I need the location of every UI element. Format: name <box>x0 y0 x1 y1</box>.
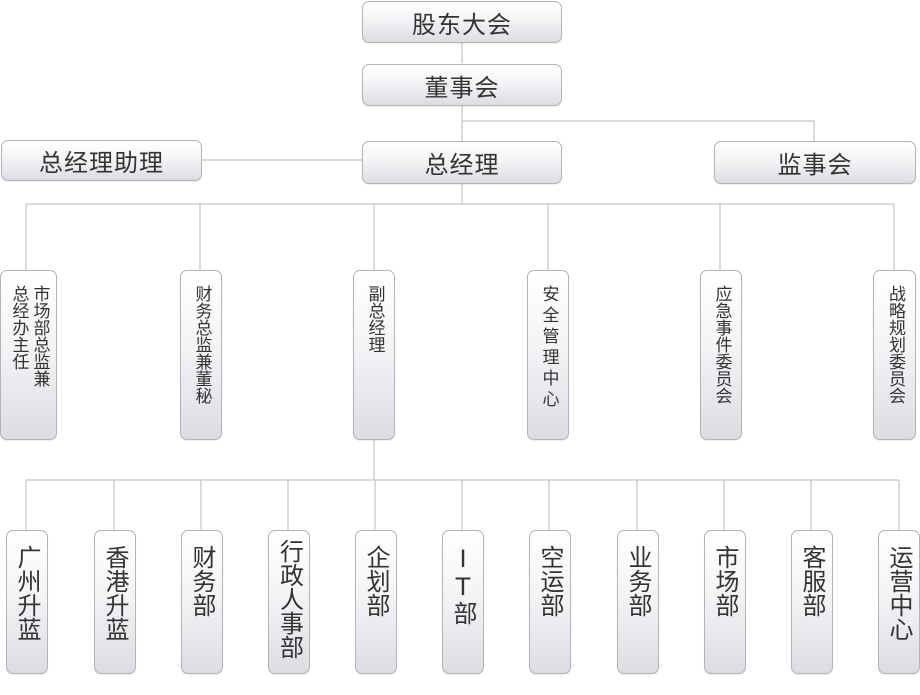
node-dept-hongkong: 香港升蓝 <box>94 530 136 674</box>
node-dept-guangzhou: 广州升蓝 <box>6 530 48 674</box>
node-board: 董事会 <box>362 64 562 106</box>
node-dept-marketing: 市场部 <box>704 530 746 674</box>
node-dept-finance-label: 财务部 <box>188 545 216 617</box>
node-dept-business-label: 业务部 <box>624 545 652 617</box>
node-dept-air-freight: 空运部 <box>529 530 571 674</box>
node-safety-center: 安全管理中心 <box>527 270 569 440</box>
node-emergency-committee-label: 应急事件委员会 <box>711 285 732 404</box>
node-dept-planning-label: 企划部 <box>362 545 390 617</box>
node-dept-business: 业务部 <box>617 530 659 674</box>
node-strategy-committee-label: 战略规划委员会 <box>885 285 905 404</box>
node-dept-operations: 运营中心 <box>878 530 920 674</box>
node-dept-hongkong-label: 香港升蓝 <box>101 545 129 641</box>
node-finance-director-label: 财务总监兼董秘 <box>191 285 212 404</box>
node-dept-admin-hr: 行政人事部 <box>268 530 310 674</box>
node-shareholders-label: 股东大会 <box>412 10 512 39</box>
node-shareholders: 股东大会 <box>362 1 562 43</box>
node-dept-guangzhou-label: 广州升蓝 <box>13 545 41 641</box>
node-dept-planning: 企划部 <box>355 530 397 674</box>
node-dept-marketing-label: 市场部 <box>711 545 739 617</box>
node-gm-assistant: 总经理助理 <box>1 140 202 181</box>
connector-lines <box>25 43 900 530</box>
node-marketing-director-label: 市场部总监兼总经办主任 <box>8 285 50 387</box>
node-deputy-gm-label: 副总经理 <box>364 285 385 353</box>
node-dept-finance: 财务部 <box>181 530 223 674</box>
node-supervisory-board: 监事会 <box>714 141 916 184</box>
node-gm-assistant-label: 总经理助理 <box>39 149 164 177</box>
node-general-manager-label: 总经理 <box>424 151 500 179</box>
node-dept-customer-service: 客服部 <box>791 530 833 674</box>
node-dept-it-label: IT部 <box>449 545 477 625</box>
node-dept-it: IT部 <box>442 530 484 674</box>
node-safety-center-label: 安全管理中心 <box>538 285 559 411</box>
node-supervisory-board-label: 监事会 <box>777 151 853 179</box>
node-strategy-committee: 战略规划委员会 <box>873 270 916 440</box>
node-dept-customer-service-label: 客服部 <box>798 545 826 617</box>
node-dept-air-freight-label: 空运部 <box>536 545 564 617</box>
node-marketing-director: 市场部总监兼总经办主任 <box>0 270 57 440</box>
node-finance-director: 财务总监兼董秘 <box>180 270 222 440</box>
node-dept-operations-label: 运营中心 <box>885 545 913 641</box>
node-deputy-gm: 副总经理 <box>353 270 395 440</box>
node-emergency-committee: 应急事件委员会 <box>700 270 742 440</box>
node-general-manager: 总经理 <box>362 141 562 184</box>
node-dept-admin-hr-label: 行政人事部 <box>275 539 304 659</box>
node-board-label: 董事会 <box>424 73 500 102</box>
